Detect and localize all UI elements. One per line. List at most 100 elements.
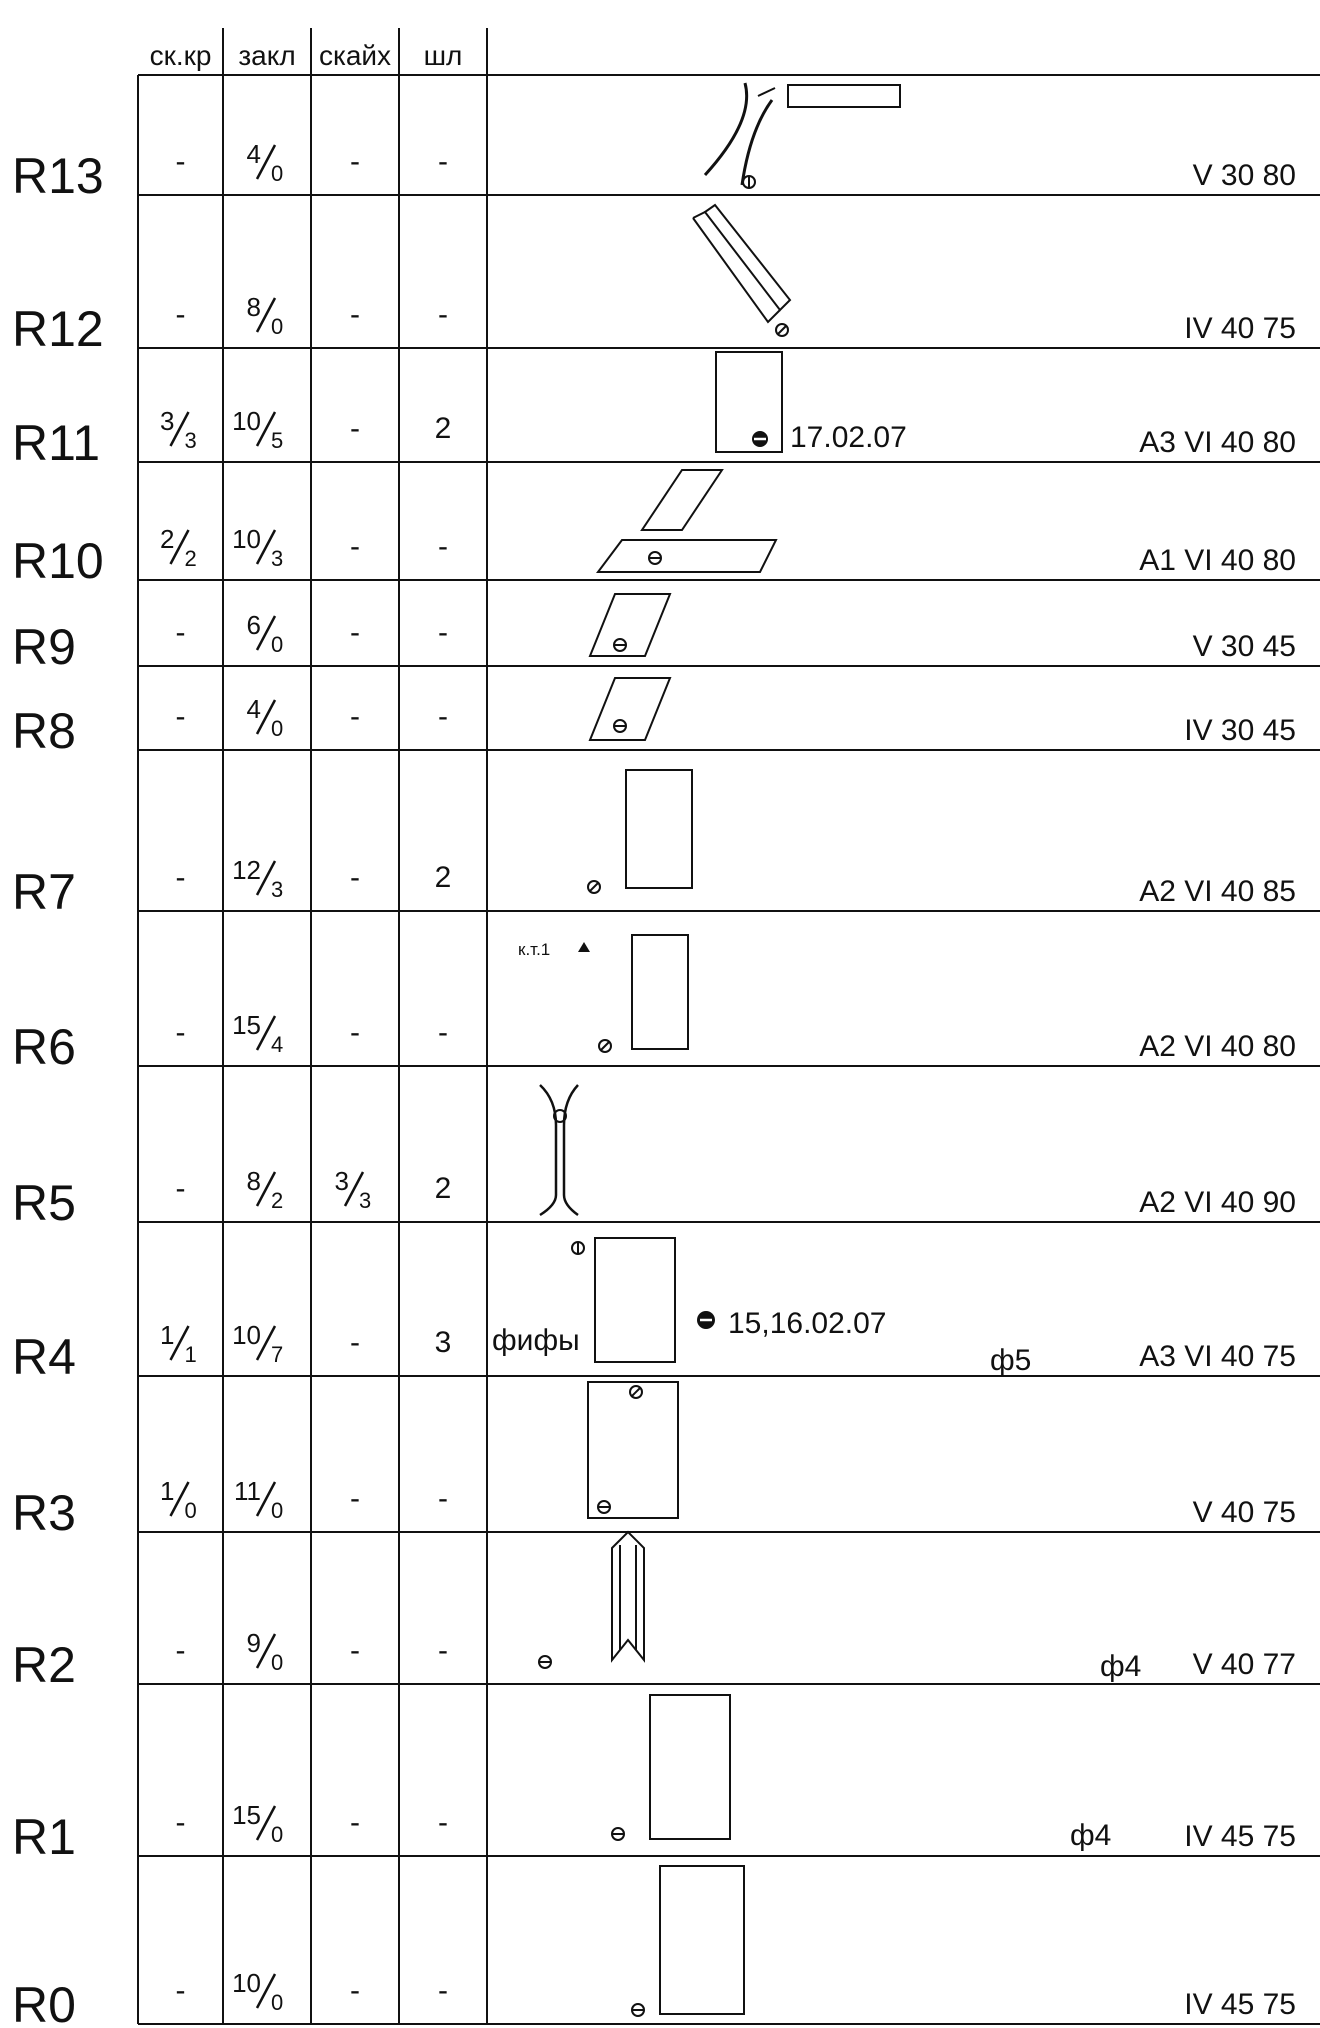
cell-sk-kr: - [176, 298, 186, 331]
row-label: R2 [12, 1637, 76, 1693]
row-label: R13 [12, 148, 104, 204]
bolt-marker-r9 [613, 638, 627, 652]
table-row: -40--IV 30 45 [176, 694, 1297, 747]
fraction-slash [169, 529, 190, 565]
fraction-denominator: 2 [185, 546, 197, 571]
note-r11: 17.02.07 [790, 421, 907, 454]
row-label: R12 [12, 301, 104, 357]
rock-grade: V 30 80 [1193, 159, 1296, 192]
sketch-r7 [587, 769, 693, 894]
fraction-slash [255, 1171, 277, 1207]
cell-zakl: 90 [247, 1628, 284, 1675]
fraction-slash [255, 297, 277, 333]
sketch-r10 [596, 469, 778, 573]
note-r4: 15,16.02.07 [728, 1307, 886, 1340]
cell-skaykh: - [350, 1482, 360, 1515]
column-header: ск.кр [150, 40, 212, 71]
table-grid [137, 28, 1320, 2025]
cell-zakl: 40 [247, 694, 284, 741]
fraction-numerator: 3 [335, 1166, 349, 1196]
cell-zakl: 110 [234, 1476, 283, 1523]
bolt-marker-r5 [553, 1109, 567, 1123]
cell-sk-kr: - [176, 145, 186, 178]
row-label: R3 [12, 1485, 76, 1541]
sketch-r0 [631, 1865, 745, 2017]
row-label: R11 [12, 415, 100, 471]
rock-grade: IV 45 75 [1184, 1988, 1296, 2021]
sketch-r1 [611, 1694, 731, 1841]
cell-zakl: 103 [232, 524, 283, 571]
cell-shl: - [438, 298, 448, 331]
fraction-denominator: 3 [185, 428, 197, 453]
note-r1: ф4 [1070, 1819, 1111, 1852]
fraction-numerator: 11 [234, 1476, 261, 1506]
fraction-slash [255, 1973, 277, 2009]
sketch-r11 [715, 351, 783, 453]
column-header: закл [238, 40, 295, 71]
fraction-denominator: 0 [271, 1822, 283, 1847]
rock-grade: IV 45 75 [1184, 1820, 1296, 1853]
cell-shl: - [438, 1806, 448, 1839]
fraction-slash [255, 144, 277, 180]
layer-sketches [538, 82, 901, 2017]
column-header: скайх [319, 40, 391, 71]
fraction-slash [255, 1805, 277, 1841]
sketch-r13 [703, 82, 901, 189]
table-row: -40--V 30 80 [176, 139, 1297, 192]
rock-grade: A2 VI 40 85 [1139, 875, 1296, 908]
sketch-r5 [539, 1084, 579, 1217]
sketch-r2 [538, 1530, 645, 1669]
cell-sk-kr: 22 [160, 524, 197, 571]
cell-shl: - [438, 1482, 448, 1515]
cell-skaykh: - [350, 412, 360, 445]
sketch-r6 [578, 934, 689, 1053]
table-row: -60--V 30 45 [176, 610, 1297, 663]
cell-shl: 2 [435, 861, 452, 894]
cell-sk-kr: - [176, 616, 186, 649]
rock-grade: A2 VI 40 80 [1139, 1030, 1296, 1063]
rock-grade: V 40 75 [1193, 1496, 1296, 1529]
fraction-numerator: 12 [232, 855, 261, 885]
fraction-numerator: 1 [160, 1476, 174, 1506]
rock-grade: A1 VI 40 80 [1139, 544, 1296, 577]
sketch-r9 [588, 593, 672, 657]
cell-skaykh: - [350, 1326, 360, 1359]
cell-skaykh: 33 [335, 1166, 372, 1213]
table-row: -100--IV 45 75 [176, 1968, 1297, 2021]
bolt-marker-r7 [587, 880, 601, 894]
fraction-denominator: 0 [271, 161, 283, 186]
fraction-denominator: 0 [271, 716, 283, 741]
cell-sk-kr: 11 [160, 1320, 197, 1367]
table-row: -150--IV 45 75 [176, 1800, 1297, 1853]
fraction-denominator: 0 [271, 314, 283, 339]
fraction-numerator: 8 [247, 1166, 261, 1196]
bolt-marker-r0 [631, 2003, 645, 2017]
rock-grade: IV 30 45 [1184, 714, 1296, 747]
bolt-marker-r3 [597, 1500, 611, 1514]
fraction-denominator: 2 [271, 1188, 283, 1213]
fraction-denominator: 0 [271, 1650, 283, 1675]
fraction-numerator: 6 [247, 610, 261, 640]
fraction-numerator: 2 [160, 524, 174, 554]
cell-shl: - [438, 145, 448, 178]
fraction-slash [255, 860, 277, 896]
cell-skaykh: - [350, 1806, 360, 1839]
rock-grade: A3 VI 40 80 [1139, 426, 1296, 459]
fraction-slash [255, 615, 277, 651]
fraction-numerator: 10 [232, 524, 261, 554]
fraction-slash [255, 1481, 277, 1517]
cell-zakl: 80 [247, 292, 284, 339]
fraction-slash [255, 699, 277, 735]
cell-skaykh: - [350, 1974, 360, 2007]
note-r6: к.т.1 [518, 940, 550, 959]
fraction-numerator: 4 [247, 139, 261, 169]
cell-sk-kr: - [176, 1806, 186, 1839]
fraction-denominator: 1 [185, 1342, 197, 1367]
cell-shl: - [438, 700, 448, 733]
